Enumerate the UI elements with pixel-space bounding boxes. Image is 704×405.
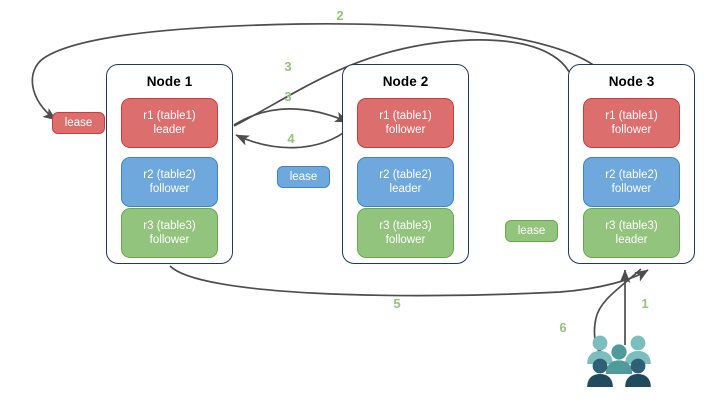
- lease-chip-r2[interactable]: lease: [277, 166, 330, 188]
- arrow-step-5: [169, 265, 649, 297]
- node-2-replica-r2[interactable]: r2 (table2) leader: [357, 157, 454, 207]
- replica-line-2: leader: [389, 183, 422, 195]
- step-label-6: 6: [559, 320, 567, 335]
- node-2-box[interactable]: Node 2 r1 (table1) follower r2 (table2) …: [342, 64, 469, 264]
- node-3-replica-r2[interactable]: r2 (table2) follower: [583, 157, 680, 207]
- node-1-title: Node 1: [146, 74, 193, 89]
- node-1-replica-r3[interactable]: r3 (table3) follower: [121, 208, 218, 258]
- replica-line-2: follower: [611, 124, 652, 136]
- arrow-step-3-lower: [233, 108, 349, 126]
- lease-chip-r1[interactable]: lease: [52, 112, 105, 134]
- replica-line-2: follower: [149, 183, 190, 195]
- replica-line-1: r2 (table2): [143, 169, 196, 181]
- node-3-replica-r3[interactable]: r3 (table3) leader: [583, 208, 680, 258]
- node-3-box[interactable]: Node 3 r1 (table1) follower r2 (table2) …: [568, 64, 695, 264]
- replica-line-2: follower: [385, 124, 426, 136]
- node-1-replica-r1[interactable]: r1 (table1) leader: [121, 98, 218, 148]
- step-label-3-lower: 3: [284, 89, 292, 104]
- step-label-3-upper: 3: [284, 59, 292, 74]
- replica-line-2: leader: [615, 234, 648, 246]
- node-2-replica-r3[interactable]: r3 (table3) follower: [357, 208, 454, 258]
- step-label-1: 1: [641, 296, 649, 311]
- replica-line-2: leader: [153, 124, 186, 136]
- replica-line-1: r3 (table3): [379, 220, 432, 232]
- replica-line-1: r2 (table2): [379, 169, 432, 181]
- node-2-replica-r1[interactable]: r1 (table1) follower: [357, 98, 454, 148]
- step-label-2: 2: [336, 8, 344, 23]
- replica-line-2: follower: [611, 183, 652, 195]
- replica-line-1: r2 (table2): [605, 169, 658, 181]
- replica-line-1: r1 (table1): [605, 110, 658, 122]
- step-label-4: 4: [287, 131, 295, 146]
- replica-line-1: r3 (table3): [605, 220, 658, 232]
- step-label-5: 5: [393, 296, 401, 311]
- replica-line-2: follower: [149, 234, 190, 246]
- replica-line-2: follower: [385, 234, 426, 246]
- replica-line-1: r1 (table1): [379, 110, 432, 122]
- lease-chip-r3[interactable]: lease: [505, 220, 558, 242]
- node-3-title: Node 3: [608, 74, 655, 89]
- node-3-replica-r1[interactable]: r1 (table1) follower: [583, 98, 680, 148]
- node-2-title: Node 2: [382, 74, 429, 89]
- replica-line-1: r1 (table1): [143, 110, 196, 122]
- node-1-replica-r2[interactable]: r2 (table2) follower: [121, 157, 218, 207]
- replica-line-1: r3 (table3): [143, 220, 196, 232]
- users-group-icon: [585, 334, 657, 390]
- node-1-box[interactable]: Node 1 r1 (table1) leader r2 (table2) fo…: [106, 64, 233, 264]
